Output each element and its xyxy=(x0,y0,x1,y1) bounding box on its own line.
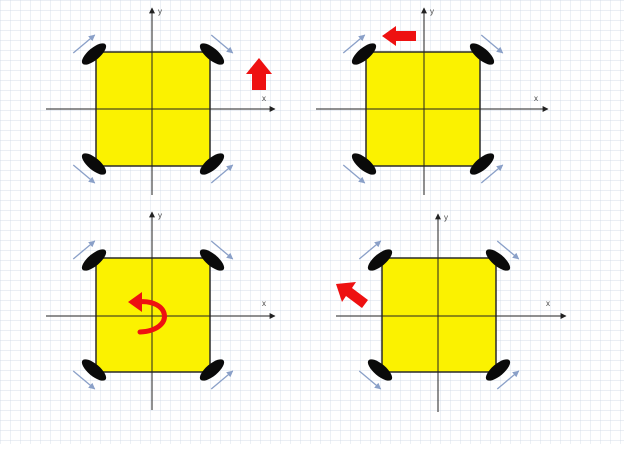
wheel-front-left xyxy=(81,249,107,271)
robot-platform xyxy=(381,257,497,373)
panel-move-forward: xy xyxy=(46,7,276,195)
wheel-rear-left xyxy=(81,359,107,381)
wheel-rear-left xyxy=(367,359,393,381)
y-axis-label: y xyxy=(430,7,434,16)
roller-direction-arrow xyxy=(496,240,520,260)
wheel-front-right xyxy=(199,249,225,271)
x-axis-label: x xyxy=(534,94,538,103)
roller-direction-arrow xyxy=(358,240,382,260)
roller-direction-arrow xyxy=(210,164,234,184)
wheel-rear-right xyxy=(199,359,225,381)
wheel-front-right xyxy=(199,43,225,65)
roller-direction-arrow xyxy=(72,240,96,260)
roller-direction-arrow xyxy=(210,34,234,54)
roller-direction-arrow xyxy=(496,370,520,390)
motion-arrow-rotate xyxy=(134,299,167,335)
panel-move-diagonal: xy xyxy=(336,213,567,412)
x-axis-label: x xyxy=(262,299,266,308)
x-axis-label: x xyxy=(262,94,266,103)
wheel-front-left xyxy=(351,43,377,65)
wheel-rear-right xyxy=(469,153,495,175)
panel-move-left: xy xyxy=(316,7,549,195)
wheel-front-left xyxy=(81,43,107,65)
wheel-front-left xyxy=(367,249,393,271)
motion-arrow-forward xyxy=(246,58,272,90)
roller-direction-arrow xyxy=(210,240,234,260)
motion-arrow-rotate-head xyxy=(128,292,142,312)
panel-rotate: xy xyxy=(46,211,276,410)
roller-direction-arrow xyxy=(342,164,366,184)
y-axis-label: y xyxy=(444,213,448,222)
wheel-front-right xyxy=(485,249,511,271)
roller-direction-arrow xyxy=(72,164,96,184)
roller-direction-arrow xyxy=(72,34,96,54)
roller-direction-arrow xyxy=(480,34,504,54)
wheel-rear-left xyxy=(81,153,107,175)
wheel-rear-left xyxy=(351,153,377,175)
roller-direction-arrow xyxy=(342,34,366,54)
wheel-front-right xyxy=(469,43,495,65)
roller-direction-arrow xyxy=(480,164,504,184)
roller-direction-arrow xyxy=(210,370,234,390)
x-axis-label: x xyxy=(546,299,550,308)
roller-direction-arrow xyxy=(358,370,382,390)
wheel-rear-right xyxy=(485,359,511,381)
motion-arrow-diagonal xyxy=(336,282,368,308)
roller-direction-arrow xyxy=(72,370,96,390)
robot-platform xyxy=(95,257,211,373)
y-axis-label: y xyxy=(158,7,162,16)
motion-arrow-left xyxy=(382,26,416,46)
wheel-rear-right xyxy=(199,153,225,175)
y-axis-label: y xyxy=(158,211,162,220)
